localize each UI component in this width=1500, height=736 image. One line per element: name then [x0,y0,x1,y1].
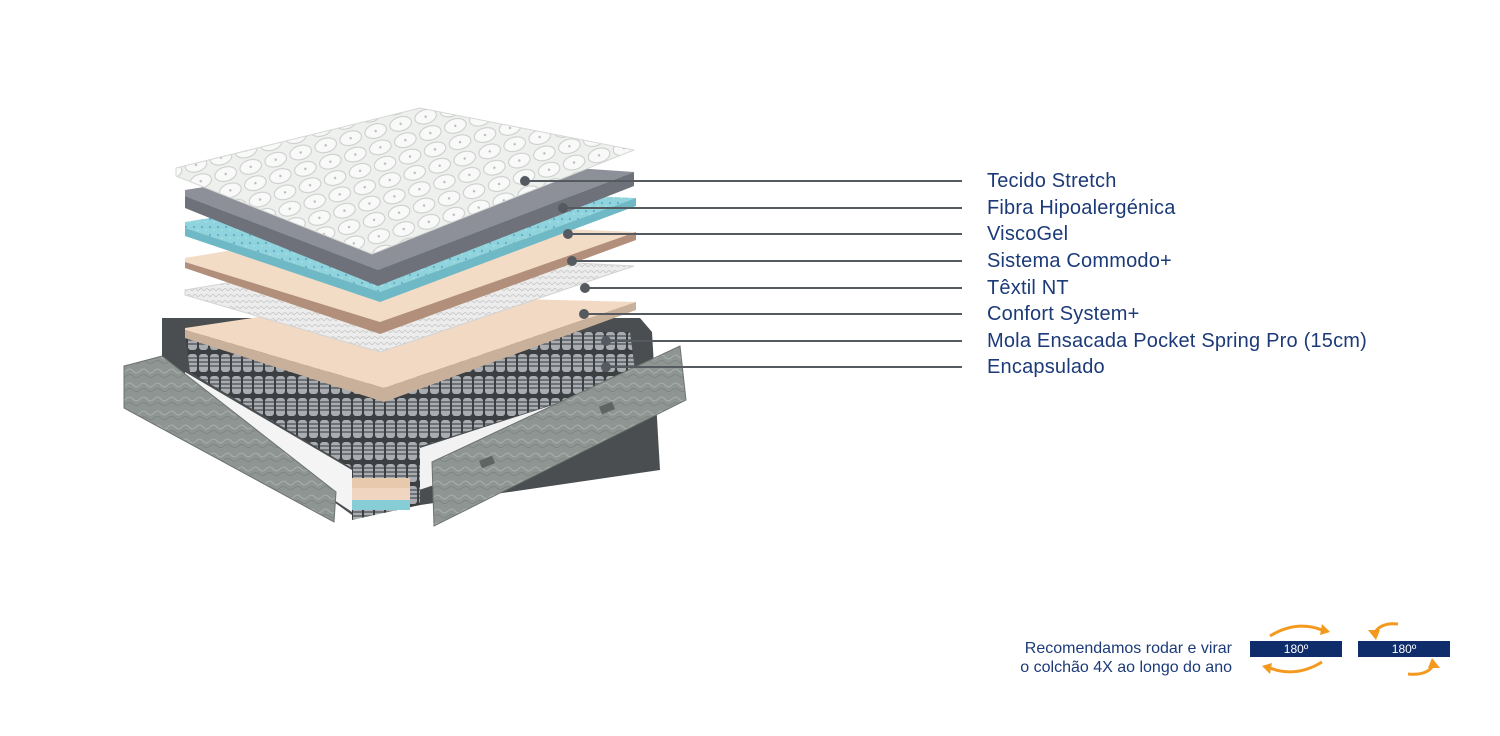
rotate-arrows-icon [1262,624,1330,674]
layer-tecido-stretch [175,107,636,255]
label-mola-ensacada: Mola Ensacada Pocket Spring Pro (15cm) [987,330,1367,352]
side-border-left [123,355,337,523]
rotate-180-label: 180º [1250,641,1342,657]
leader-lines [520,176,962,372]
rotate-180-badge: 180º [1250,620,1342,678]
flip-180-badge: 180º [1358,620,1450,678]
recommendation-line-2: o colchão 4X ao longo do ano [1020,659,1232,676]
label-viscogel: ViscoGel [987,223,1069,245]
label-encapsulado: Encapsulado [987,356,1105,378]
side-border-right [431,345,687,527]
label-textil-nt: Têxtil NT [987,277,1069,299]
label-fibra-hipoalergenica: Fibra Hipoalergénica [987,197,1176,219]
label-confort-system: Confort System+ [987,303,1140,325]
label-tecido-stretch: Tecido Stretch [987,170,1117,192]
label-sistema-commodo: Sistema Commodo+ [987,250,1172,272]
recommendation-line-1: Recomendamos rodar e virar [1024,640,1232,657]
rotation-recommendation: Recomendamos rodar e virar o colchão 4X … [1020,639,1232,677]
flip-180-label: 180º [1358,641,1450,657]
flip-arrows-icon [1368,622,1440,676]
